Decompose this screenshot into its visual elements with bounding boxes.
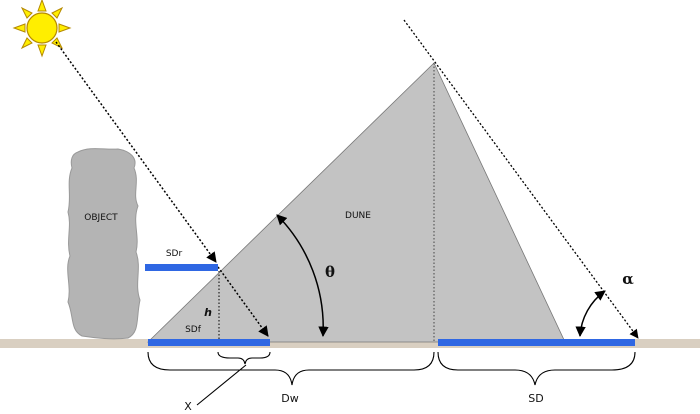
sdr-label: SDr (166, 249, 183, 259)
sdf-shadow-bar (148, 339, 270, 346)
sun-ray-line (55, 41, 217, 263)
object-label: OBJECT (84, 213, 118, 223)
sdr-shadow-bar (145, 264, 218, 271)
x-brace (217, 351, 271, 365)
sdf-label: SDf (185, 325, 202, 335)
dw-label: Dw (281, 392, 298, 405)
dune-label: DUNE (345, 211, 371, 221)
peak-sun-ray (403, 19, 639, 339)
alpha-label: α (622, 270, 634, 288)
x-pointer-line (196, 364, 247, 406)
sun-icon (12, 0, 72, 58)
theta-label: θ (325, 263, 335, 281)
ground-strip (0, 339, 700, 348)
alpha-angle-arc (575, 290, 606, 338)
sd-label: SD (528, 392, 543, 405)
object-shape (67, 148, 141, 340)
h-label: h (204, 306, 212, 319)
dune-shape (147, 62, 566, 343)
theta-angle-arc (276, 214, 329, 338)
sd-brace (437, 351, 636, 386)
sd-shadow-bar (438, 339, 635, 346)
x-label: X (184, 400, 192, 413)
dw-brace (147, 351, 435, 386)
